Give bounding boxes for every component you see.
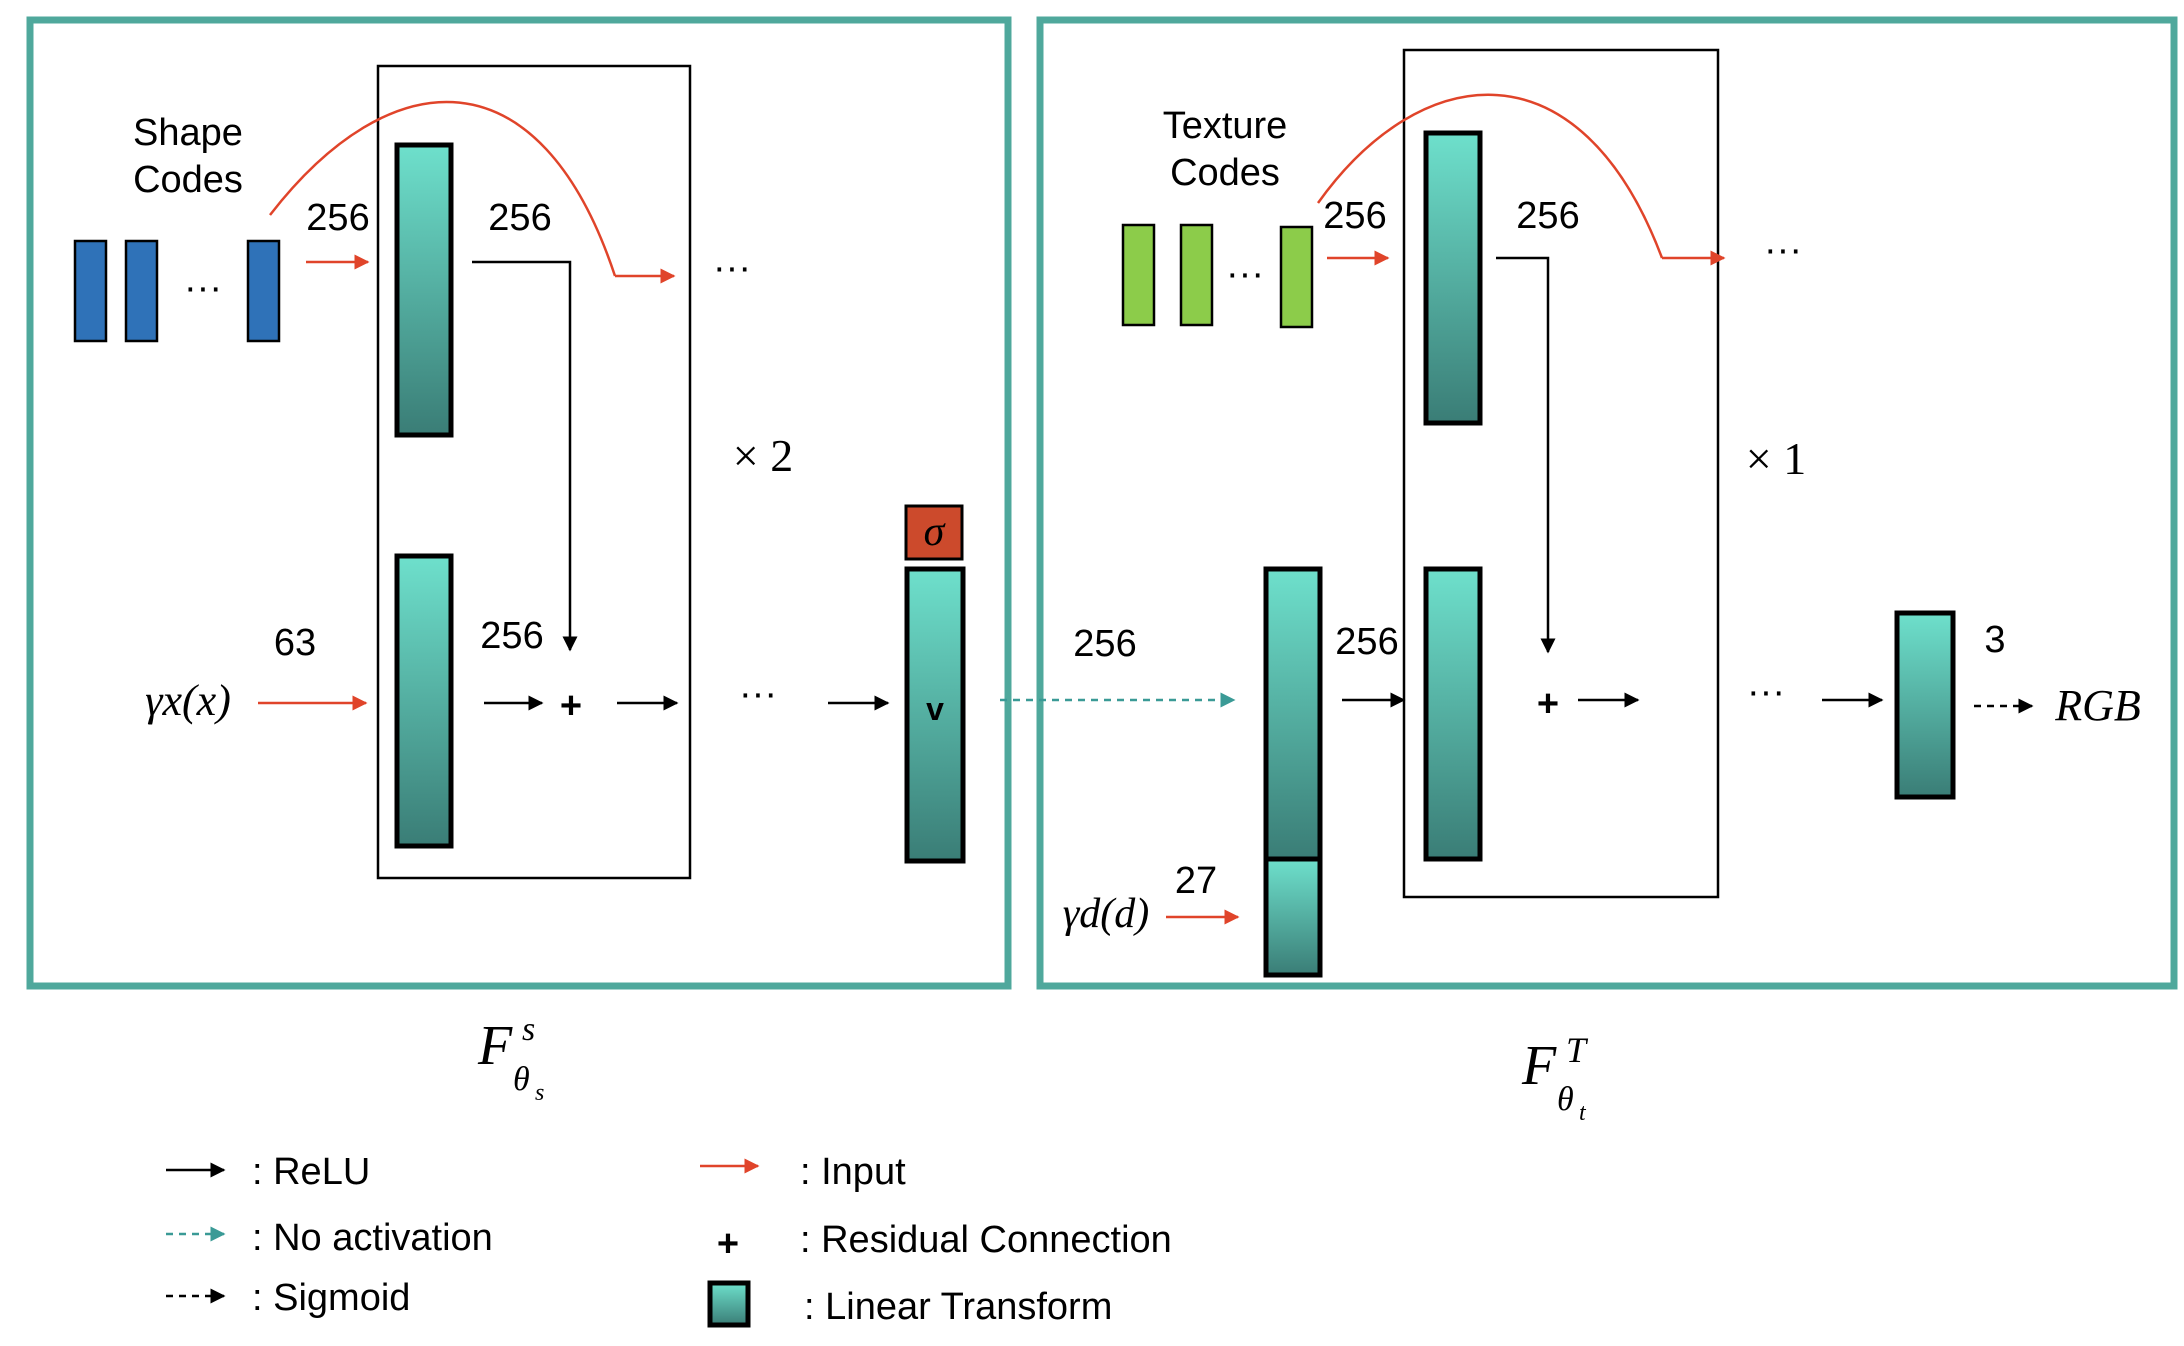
texture-feature-dim-label: 256 <box>1073 623 1136 665</box>
svg-text:F: F <box>477 1015 513 1077</box>
shape-code-dim-label: 256 <box>306 197 369 239</box>
texture-hidden-dim-top: 256 <box>1516 195 1579 237</box>
shape-code-vectors <box>73 239 281 343</box>
feature-vector-label: v <box>926 691 944 727</box>
texture-residual-path <box>1496 256 1556 654</box>
shape-repeat-block <box>376 64 692 880</box>
texture-output-dim-label: 3 <box>1984 619 2005 661</box>
svg-text:T: T <box>1566 1030 1589 1070</box>
texture-code-vector <box>1279 225 1314 329</box>
texture-skip-curve <box>1316 93 1664 259</box>
legend-label: : Residual Connection <box>800 1219 1172 1261</box>
shape-pos-enc-label: γx(x) <box>145 676 231 725</box>
sigma-activation-box <box>904 504 964 561</box>
shape-residual-path <box>472 260 578 652</box>
svg-text:s: s <box>535 1080 544 1106</box>
shape-hidden-dim-bottom: 256 <box>480 615 543 657</box>
texture-feature-input-layer <box>1263 566 1323 862</box>
shape-network-name: F s θ s <box>477 1011 544 1106</box>
sigma-label: σ <box>924 509 947 555</box>
texture-output-label: RGB <box>2054 681 2141 730</box>
shape-code-vector <box>246 239 281 343</box>
texture-hidden-dim-mid: 256 <box>1335 621 1398 663</box>
shape-residual-plus: + <box>560 685 582 727</box>
legend-linear-block <box>707 1280 751 1328</box>
texture-direction-input-layer <box>1263 856 1323 978</box>
texture-top-ellipsis: ··· <box>1764 229 1802 271</box>
svg-text:F: F <box>1521 1035 1557 1097</box>
shape-pos-enc-dim-label: 63 <box>274 622 316 664</box>
texture-linear-layer-top <box>1423 130 1483 426</box>
texture-repeat-block <box>1402 48 1720 899</box>
legend-label: : Input <box>800 1151 906 1193</box>
texture-codes-label-line2: Codes <box>1170 152 1280 194</box>
texture-panel <box>1036 16 2178 990</box>
shape-code-vector <box>73 239 108 343</box>
shape-codes-label-line2: Codes <box>133 159 243 201</box>
texture-codes-ellipsis: ··· <box>1226 253 1264 295</box>
texture-code-vector <box>1179 223 1214 327</box>
shape-top-ellipsis: ··· <box>713 247 751 289</box>
shape-repeat-label: × 2 <box>733 430 793 481</box>
shape-linear-layer-bottom <box>394 553 454 849</box>
shape-panel <box>26 16 1012 990</box>
texture-code-dim-label: 256 <box>1323 195 1386 237</box>
legend-label: : Linear Transform <box>804 1286 1112 1328</box>
texture-residual-plus: + <box>1537 683 1559 725</box>
texture-bottom-ellipsis: ··· <box>1747 671 1785 713</box>
texture-network-name: F T θ t <box>1521 1030 1589 1126</box>
texture-repeat-label: × 1 <box>1746 433 1806 484</box>
texture-dir-enc-label: γd(d) <box>1063 891 1150 937</box>
legend-label: : No activation <box>252 1217 493 1259</box>
legend: : ReLU : No activation : Sigmoid : Input… <box>166 1151 1172 1328</box>
texture-output-layer <box>1894 610 1956 800</box>
shape-linear-layer-top <box>394 142 454 438</box>
svg-text:θ: θ <box>513 1061 530 1098</box>
shape-skip-curve <box>269 100 617 277</box>
legend-label: : Sigmoid <box>252 1277 410 1319</box>
shape-codes-ellipsis: ··· <box>184 267 222 309</box>
legend-plus-symbol: + <box>717 1223 739 1265</box>
shape-code-vector <box>124 239 159 343</box>
shape-bottom-ellipsis: ··· <box>739 673 777 715</box>
texture-codes-label-line1: Texture <box>1163 105 1288 147</box>
texture-linear-layer-bottom <box>1423 566 1483 862</box>
texture-dir-enc-dim-label: 27 <box>1175 860 1217 902</box>
shape-hidden-dim-top: 256 <box>488 197 551 239</box>
texture-code-vector <box>1121 223 1156 327</box>
svg-text:s: s <box>522 1011 535 1048</box>
texture-code-vectors <box>1121 223 1314 329</box>
legend-label: : ReLU <box>252 1151 370 1193</box>
svg-text:θ: θ <box>1557 1081 1574 1118</box>
svg-text:t: t <box>1579 1100 1587 1126</box>
shape-codes-label-line1: Shape <box>133 112 243 154</box>
feature-vector-layer <box>904 566 966 864</box>
